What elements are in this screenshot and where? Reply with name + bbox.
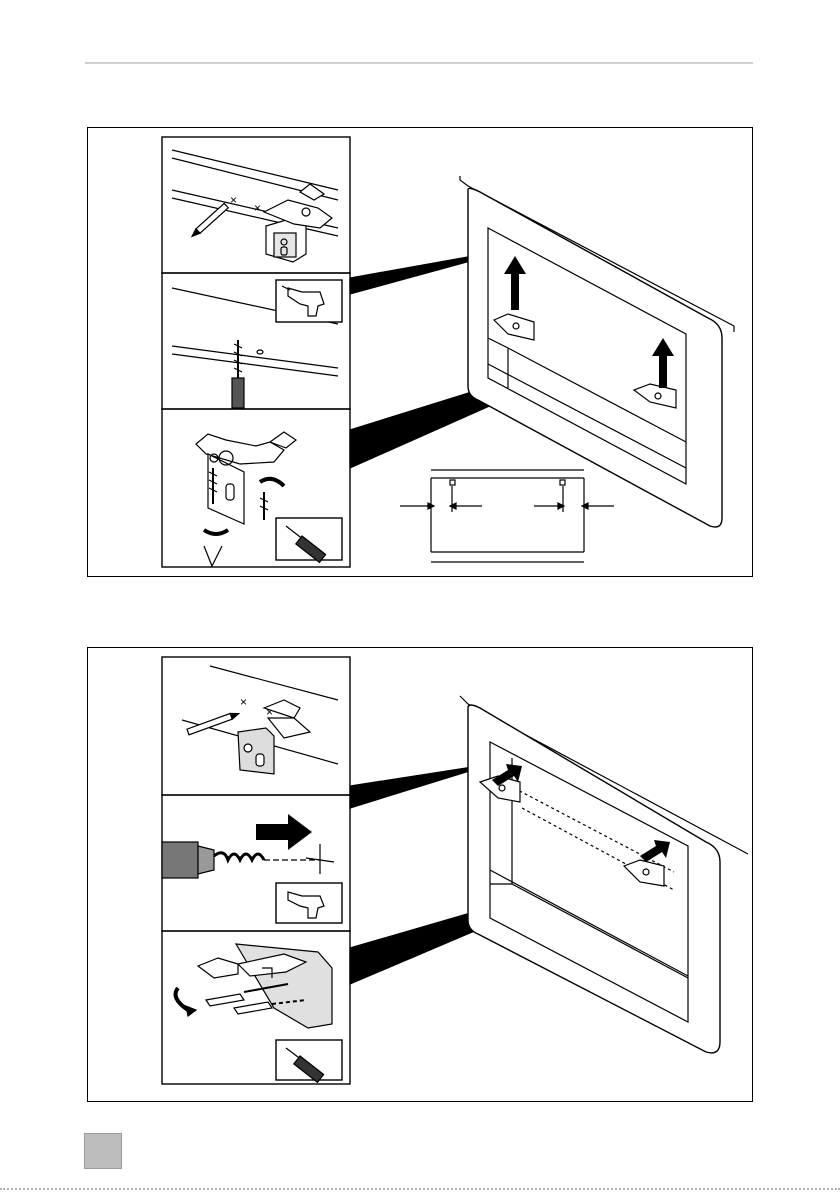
installation-figure-1: × ×	[87, 127, 753, 577]
step-panel-drill	[162, 273, 350, 409]
arrow-icon	[256, 814, 312, 850]
step-panel-mark: × ×	[162, 657, 350, 795]
drill-icon	[276, 883, 342, 923]
mounting-bracket-icon	[238, 700, 310, 774]
svg-text:×: ×	[240, 695, 247, 709]
pencil-icon	[190, 203, 228, 238]
svg-text:×: ×	[254, 201, 261, 215]
step-panel-mark: × ×	[162, 137, 350, 273]
step-panel-screw	[162, 931, 350, 1084]
installation-figure-2: × ×	[87, 647, 753, 1102]
pencil-icon	[187, 711, 240, 735]
screwdriver-icon	[276, 518, 342, 562]
figure-2-drawing: × ×	[88, 648, 752, 1101]
svg-text:×: ×	[230, 193, 237, 207]
mounting-bracket-icon	[264, 184, 332, 262]
page-number-tab	[84, 1133, 122, 1169]
screwdriver-icon	[276, 1040, 342, 1082]
cabinet-drawing	[460, 176, 734, 527]
header-rule	[85, 62, 753, 64]
dimension-diagram	[400, 470, 614, 562]
step-panel-screw	[162, 409, 350, 567]
drill-icon	[276, 280, 342, 322]
mounting-bracket-icon	[196, 432, 296, 524]
step-panel-drill	[162, 795, 350, 931]
bottom-dotted-border	[0, 1188, 840, 1192]
figure-1-drawing: × ×	[88, 128, 752, 576]
cabinet-drawing	[460, 696, 748, 1053]
